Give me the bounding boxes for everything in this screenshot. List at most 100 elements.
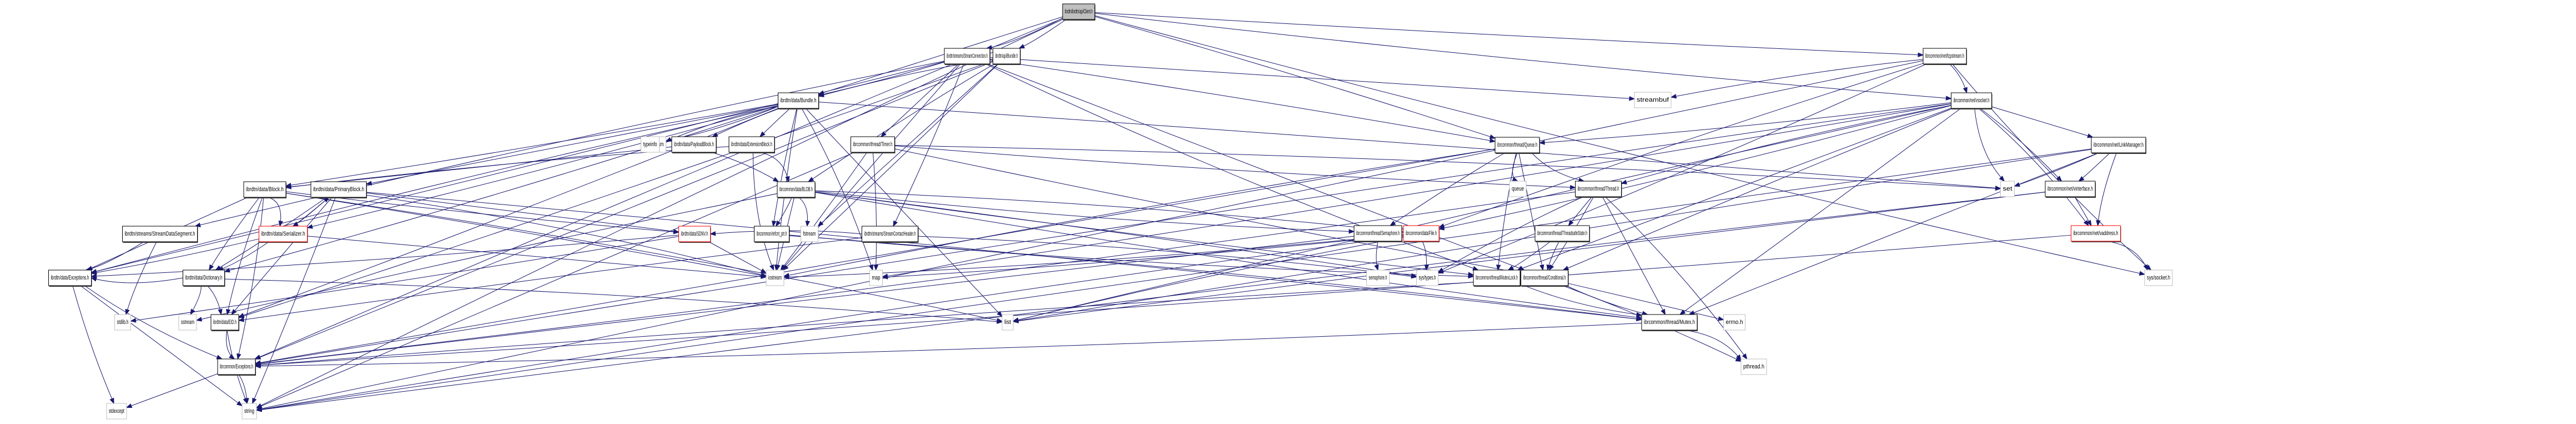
node-apibundle[interactable]: ibrdtn/api/Bundle.h: [993, 48, 1021, 65]
edge-vinterface-to-string: [256, 191, 2046, 411]
node-vaddress[interactable]: ibrcommon/net/vaddress.h: [2071, 225, 2121, 242]
node-dataexceptions[interactable]: ibrdtn/data/Exceptions.h: [48, 270, 92, 287]
node-box[interactable]: [183, 270, 225, 286]
node-box[interactable]: [1951, 92, 1992, 109]
edge-client-to-tcpstream: [1094, 12, 1924, 56]
node-box[interactable]: [777, 181, 816, 198]
node-label: ibrcommon/thread/MutexLock.h: [1476, 275, 1518, 281]
node-client[interactable]: ibrdtn/ibrdtn/api/Client.h: [1062, 3, 1095, 21]
arrowhead-icon: [997, 311, 1003, 317]
node-box[interactable]: [993, 48, 1020, 64]
node-label: queue: [1512, 186, 1524, 192]
edge-databundle-to-dictionary: [224, 106, 778, 272]
node-mutexlock[interactable]: ibrcommon/thread/MutexLock.h: [1473, 270, 1521, 287]
node-vsocket[interactable]: ibrcommon/net/vsocket.h: [1951, 92, 1993, 109]
edge-databundle-to-payloadblock: [712, 108, 780, 137]
node-box[interactable]: [122, 226, 198, 242]
arrowhead-icon: [1539, 264, 1544, 271]
node-sdnv[interactable]: ibrdtn/data/SDNV.h: [678, 226, 711, 243]
arrowhead-icon: [190, 308, 195, 316]
node-thread[interactable]: ibrcommon/thread/Thread.h: [1575, 181, 1622, 198]
node-box[interactable]: [754, 226, 789, 242]
node-eid[interactable]: ibrdtn/data/EID.h: [210, 314, 239, 331]
node-commonexceptions[interactable]: ibrcommon/Exceptions.h: [217, 358, 256, 376]
node-blob[interactable]: ibrcommon/data/BLOB.h: [777, 181, 816, 198]
edge-primaryblock-to-sdnv: [366, 192, 679, 232]
node-box[interactable]: [48, 270, 92, 286]
node-box: [869, 270, 883, 286]
node-label: streambuf: [1637, 97, 1669, 103]
arrowhead-icon: [1489, 134, 1496, 139]
node-box[interactable]: [2045, 181, 2096, 197]
edge-tcpstream-to-systypes: [1438, 63, 1927, 274]
edge-streamconnection-to-mutexlock: [985, 63, 1478, 271]
node-extensionblock[interactable]: ibrdtn/data/ExtensionBlock.h: [728, 136, 775, 153]
edge-vaddress-to-commonexceptions: [255, 235, 2071, 366]
node-box[interactable]: [1641, 314, 1698, 331]
edge-streamconnection-to-databundle: [818, 62, 945, 96]
node-tcpstream[interactable]: ibrcommon/net/tcpstream.h: [1923, 48, 1967, 65]
node-payloadblock[interactable]: ibrdtn/data/PayloadBlock.h: [671, 136, 717, 153]
arrowhead-icon: [90, 273, 97, 279]
node-semaphore_h: semaphore.h: [1366, 270, 1390, 286]
node-box[interactable]: [1534, 225, 1590, 242]
node-dictionary[interactable]: ibrdtn/data/Dictionary.h: [183, 270, 225, 287]
arrowhead-icon: [1018, 44, 1025, 49]
node-box[interactable]: [259, 226, 308, 242]
node-threadsafestate[interactable]: ibrcommon/thread/ThreadsafeState.h: [1534, 225, 1590, 242]
node-linkmanager[interactable]: ibrcommon/net/LinkManager.h: [2091, 137, 2146, 154]
node-timer[interactable]: ibrcommon/thread/Timer.h: [851, 136, 895, 153]
node-mutex[interactable]: ibrcommon/thread/Mutex.h: [1641, 314, 1698, 331]
node-block[interactable]: ibrdtn/data/Block.h: [243, 181, 286, 198]
node-box[interactable]: [1473, 270, 1521, 286]
node-box[interactable]: [2091, 137, 2146, 153]
node-box[interactable]: [2071, 225, 2121, 242]
node-box[interactable]: [1403, 225, 1440, 242]
node-box[interactable]: [671, 136, 717, 153]
node-box[interactable]: [1495, 137, 1540, 153]
node-label: ibrcommon/net/vinterface.h: [2047, 186, 2093, 192]
node-box[interactable]: [1521, 270, 1568, 286]
node-set: set: [2000, 181, 2015, 197]
node-box[interactable]: [862, 226, 918, 242]
arrowhead-icon: [229, 353, 235, 360]
node-semaphore[interactable]: ibrcommon/thread/Semaphore.h: [1354, 225, 1402, 242]
node-databundle[interactable]: ibrdtn/data/Bundle.h: [778, 92, 819, 109]
arrowhead-icon: [1999, 176, 2005, 182]
node-box[interactable]: [728, 136, 775, 153]
node-queue[interactable]: ibrcommon/thread/Queue.h: [1495, 137, 1540, 154]
node-vinterface[interactable]: ibrcommon/net/vinterface.h: [2045, 181, 2096, 198]
node-refcnt[interactable]: ibrcommon/refcnt_ptr.h: [754, 226, 790, 243]
arrowhead-icon: [254, 363, 261, 369]
node-label: map: [872, 275, 881, 281]
node-box[interactable]: [217, 358, 256, 375]
node-box[interactable]: [310, 181, 367, 198]
node-box[interactable]: [1923, 48, 1967, 64]
arrowhead-icon: [2056, 176, 2062, 182]
edge-client-to-string: [256, 19, 1063, 408]
node-streamdatasegment[interactable]: ibrdtn/streams/StreamDataSegment.h: [122, 226, 198, 243]
node-box[interactable]: [210, 314, 239, 331]
node-label: typeinfo: [643, 141, 657, 148]
node-box[interactable]: [243, 181, 286, 198]
node-primaryblock[interactable]: ibrdtn/data/PrimaryBlock.h: [310, 181, 367, 198]
node-box[interactable]: [1062, 3, 1095, 20]
node-box[interactable]: [1575, 181, 1622, 197]
node-box[interactable]: [778, 92, 819, 109]
node-streamconnection[interactable]: ibrdtn/streams/StreamConnection.h: [944, 48, 990, 65]
edge-databundle-to-extensionblock: [759, 108, 791, 137]
node-streamcontactheader[interactable]: ibrdtn/streams/StreamContactHeader.h: [862, 226, 919, 243]
edge-linkmanager-to-string: [256, 148, 2092, 411]
node-file[interactable]: ibrcommon/data/File.h: [1403, 225, 1440, 242]
edge-apibundle-to-blob: [808, 63, 995, 182]
node-box[interactable]: [1354, 225, 1402, 242]
node-box[interactable]: [678, 226, 711, 242]
edge-sdnv-to-dataexceptions: [91, 235, 679, 277]
arrowhead-icon: [2087, 133, 2094, 138]
node-box[interactable]: [944, 48, 990, 64]
node-serializer[interactable]: ibrdtn/data/Serializer.h: [259, 226, 308, 243]
edge-databundle-to-set: [818, 102, 2001, 189]
node-conditional[interactable]: ibrcommon/thread/Conditional.h: [1521, 270, 1569, 287]
edge-block-to-commonexceptions: [237, 197, 264, 360]
node-box[interactable]: [851, 136, 895, 153]
